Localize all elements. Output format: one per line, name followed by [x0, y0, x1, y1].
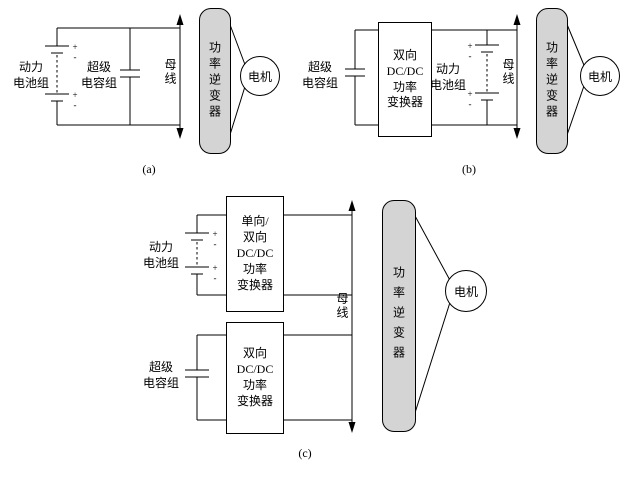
- caption-c: (c): [298, 446, 312, 460]
- motor-circle-b: 电机: [580, 56, 620, 96]
- battery-minus-sign: -: [74, 52, 77, 62]
- inverter-box-c: 功率逆变器: [382, 200, 416, 432]
- battery-plus-sign: +: [467, 41, 472, 51]
- inverter-box-b: 功率逆变器: [536, 8, 568, 154]
- battery-symbol-b: + - + -: [467, 30, 499, 125]
- bus-label-a: 母线: [163, 58, 177, 86]
- bus-arrow-a: [176, 14, 184, 139]
- motor-label-b: 电机: [587, 69, 612, 84]
- converter-box-b: 双向 DC/DC 功率 变换器: [378, 22, 432, 137]
- caption-a: (a): [142, 162, 156, 176]
- capacitor-symbol-a: [120, 28, 140, 125]
- battery-minus-sign: -: [469, 51, 472, 61]
- battery-plus-sign: +: [72, 42, 77, 52]
- battery-label-a: 动力 电池组: [12, 60, 49, 90]
- converter-box-c1: 单向/ 双向 DC/DC 功率 变换器: [226, 196, 284, 312]
- motor-circle-a: 电机: [240, 56, 280, 96]
- motor-wires-c: [413, 213, 453, 417]
- battery-minus-sign: -: [469, 99, 472, 109]
- inverter-box-a: 功率逆变器: [199, 8, 231, 154]
- bus-arrow-c: [348, 200, 356, 433]
- supercap-label-c: 超级 电容组: [142, 360, 179, 390]
- battery-label-b: 动力 电池组: [429, 62, 466, 92]
- caption-b: (b): [462, 162, 476, 176]
- motor-wires-b: [565, 21, 587, 139]
- motor-label-c: 电机: [453, 284, 478, 299]
- battery-symbol-c: + - + -: [185, 215, 218, 295]
- converter-label-b: 双向 DC/DC 功率 变换器: [386, 47, 424, 110]
- battery-plus-sign: +: [72, 90, 77, 100]
- battery-minus-sign: -: [74, 100, 77, 110]
- wires-a: [57, 27, 180, 126]
- battery-plus-sign: +: [212, 263, 217, 273]
- capacitor-symbol-c: [185, 335, 209, 420]
- inverter-label-b: 功率逆变器: [544, 41, 559, 121]
- capacitor-symbol-b: [345, 30, 365, 125]
- converter-label-c1: 单向/ 双向 DC/DC 功率 变换器: [236, 214, 274, 292]
- battery-plus-sign: +: [467, 89, 472, 99]
- bus-arrow-b: [513, 14, 521, 139]
- wires-c: [197, 214, 352, 421]
- bus-label-b: 母线: [501, 58, 515, 86]
- supercap-label-a: 超级 电容组: [80, 60, 117, 90]
- bus-label-c: 母线: [335, 292, 349, 320]
- inverter-label-c: 功率逆变器: [391, 266, 406, 366]
- battery-minus-sign: -: [214, 273, 217, 283]
- battery-symbol-a: + - + -: [45, 28, 78, 125]
- motor-circle-c: 电机: [445, 270, 487, 312]
- converter-box-c2: 双向 DC/DC 功率 变换器: [226, 322, 284, 434]
- battery-label-c: 动力 电池组: [142, 240, 179, 270]
- supercap-label-b: 超级 电容组: [301, 60, 338, 90]
- converter-label-c2: 双向 DC/DC 功率 变换器: [236, 346, 274, 408]
- battery-minus-sign: -: [214, 239, 217, 249]
- battery-plus-sign: +: [212, 229, 217, 239]
- wires-b: [355, 29, 517, 126]
- inverter-label-a: 功率逆变器: [207, 41, 222, 121]
- motor-label-a: 电机: [247, 69, 272, 84]
